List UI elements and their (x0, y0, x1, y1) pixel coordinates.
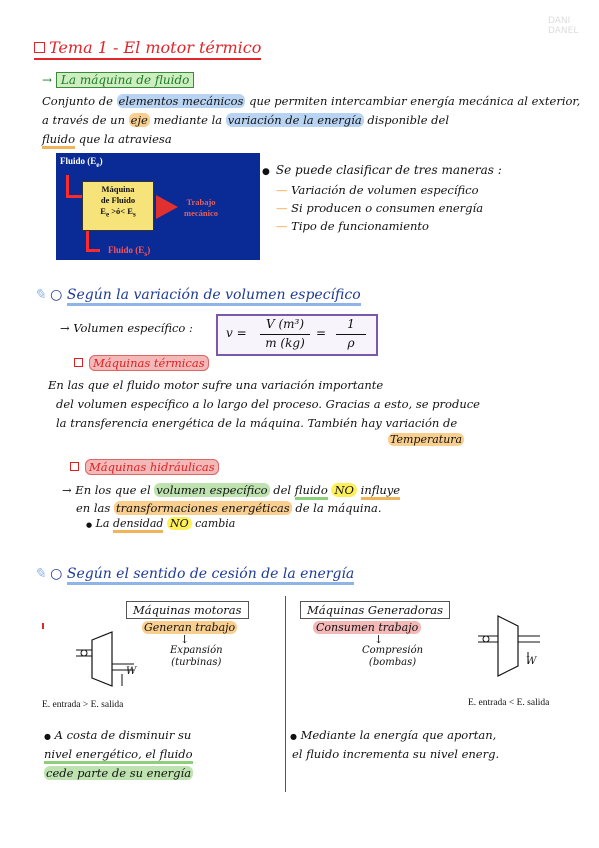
checkbox-icon (74, 358, 83, 367)
fluid-out-label: Fluido (Es) (108, 245, 151, 258)
classification-item-3: — Tipo de funcionamiento (276, 219, 429, 233)
section-energy-heading: ✎ ○ Según el sentido de cesión de la ene… (34, 566, 355, 585)
fluid-machine-diagram: Fluido (Ee) Máquina de Fluido Ee >ó< Es … (56, 153, 260, 260)
turbine-shaft (80, 649, 88, 657)
generator-arrow-down: ↓ (374, 633, 384, 646)
motor-text-3: cede parte de su energía (44, 766, 194, 780)
motor-text-1: ● A costa de disminuir su (44, 728, 192, 742)
motor-caption: E. entrada > E. salida (42, 700, 124, 710)
turbine-diagram (76, 631, 134, 687)
column-divider (285, 596, 286, 792)
motor-text-2: nivel energético, el fluido (44, 746, 193, 764)
fluid-in-label: Fluido (Ee) (60, 156, 103, 169)
watermark: DANI DANEL (548, 16, 579, 36)
page-title: Tema 1 - El motor térmico (34, 38, 262, 60)
thermal-machines-label: Máquinas térmicas (74, 355, 209, 371)
hydraulic-line-1: → En los que el volumen específico del f… (62, 482, 401, 500)
generator-machines-title: Máquinas Generadoras (300, 601, 450, 619)
pin-icon: ✎ (34, 566, 46, 582)
motor-note: Expansión (turbinas) (170, 645, 223, 668)
outflow-arrow (86, 231, 89, 251)
machine-box: Máquina de Fluido Ee >ó< Es (82, 181, 154, 231)
generator-note: Compresión (bombas) (362, 645, 424, 668)
turbine-shape (91, 631, 113, 687)
red-mark (42, 623, 44, 629)
formula-box: v = V (m³) m (kg) = 1 ρ (216, 314, 378, 356)
thermal-line-2: del volumen específico a lo largo del pr… (56, 397, 480, 411)
arrow-icon: → (42, 73, 53, 87)
definition-line-2: a través de un eje mediante la variación… (42, 113, 450, 127)
classification-item-1: — Variación de volumen específico (276, 183, 479, 197)
hydraulic-line-2: en las transformaciones energéticas de l… (76, 501, 382, 515)
thermal-line-3: la transferencia energética de la máquin… (56, 416, 458, 430)
classification-item-2: — Si producen o consumen energía (276, 201, 484, 215)
inflow-arrow-h (66, 195, 82, 198)
hydraulic-machines-label: Máquinas hidráulicas (70, 459, 219, 475)
checkbox-icon (70, 462, 79, 471)
motor-machines-subtitle: Generan trabajo (142, 621, 238, 634)
generator-caption: E. entrada < E. salida (468, 698, 550, 708)
classification-intro: Se puede clasificar de tres maneras : (262, 163, 502, 177)
pump-shaft (482, 635, 490, 643)
inflow-arrow (66, 175, 69, 197)
pump-shape (497, 615, 519, 677)
hydraulic-line-3: ● La densidad NO cambia (86, 516, 235, 533)
work-label: Trabajo mecánico (184, 197, 218, 218)
pump-diagram (478, 615, 540, 677)
fluid-machine-heading: → La máquina de fluido (42, 72, 195, 88)
thermal-line-4: Temperatura (388, 433, 465, 446)
thermal-line-1: En las que el fluido motor sufre una var… (48, 378, 384, 392)
generator-text-2: el fluido incrementa su nivel energ. (292, 747, 500, 761)
motor-w-label: W (126, 666, 137, 677)
checkbox-icon (34, 42, 45, 53)
outflow-arrow-h (86, 249, 100, 252)
pin-icon: ✎ (34, 287, 46, 303)
motor-machines-title: Máquinas motoras (126, 601, 249, 619)
generator-machines-subtitle: Consumen trabajo (313, 621, 422, 634)
motor-arrow-down: ↓ (180, 633, 190, 646)
work-arrow (156, 195, 178, 219)
generator-text-1: ● Mediante la energía que aportan, (290, 728, 497, 742)
generator-w-label: W (526, 656, 537, 667)
section-volume-heading: ✎ ○ Según la variación de volumen especí… (34, 287, 361, 306)
specific-volume-label: → Volumen específico : (60, 321, 193, 335)
definition-line-3: fluido que la atraviesa (42, 131, 172, 149)
definition-line-1: Conjunto de elementos mecánicos que perm… (42, 94, 581, 108)
